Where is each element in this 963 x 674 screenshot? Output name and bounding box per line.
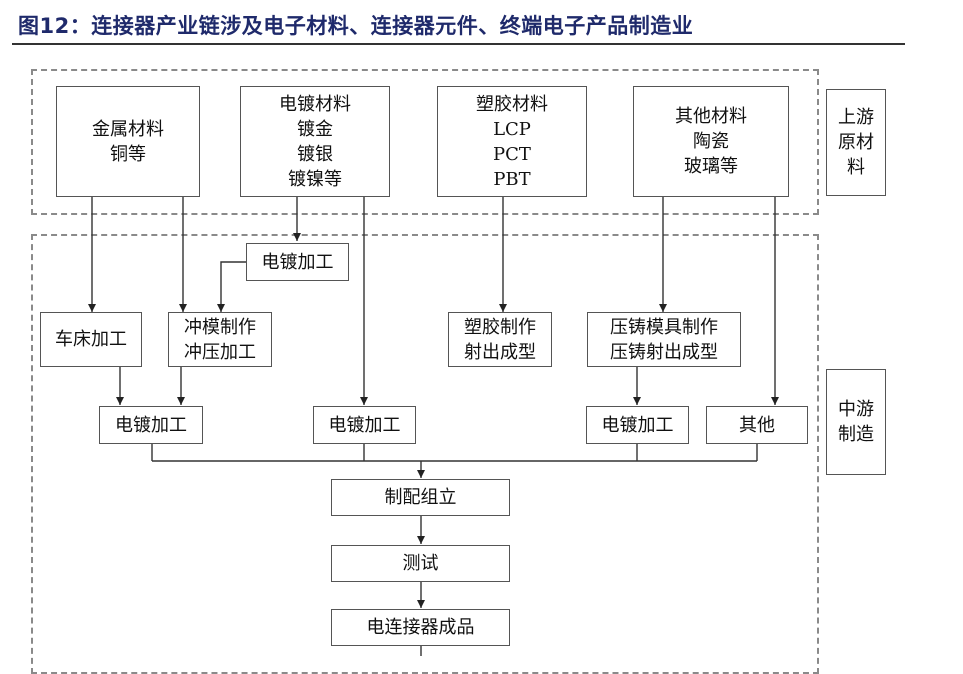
upstream-label-line-1: 上游	[838, 107, 874, 128]
material-plastic-line-3: PCT	[493, 143, 531, 165]
title-divider	[12, 43, 905, 45]
product-step-box: 电连接器成品	[331, 609, 510, 646]
material-metal-line-2: 铜等	[110, 143, 146, 165]
material-plastic-line-1: 塑胶材料	[476, 93, 548, 115]
material-metal-box: 金属材料 铜等	[56, 86, 200, 197]
other-process-box: 其他	[706, 406, 808, 444]
material-other-line-1: 其他材料	[675, 106, 747, 127]
midstream-label-line-2: 制造	[838, 424, 874, 445]
midstream-label: 中游 制造	[826, 369, 886, 475]
upstream-label-line-3: 料	[847, 157, 865, 178]
diecast-process-box: 压铸模具制作 压铸射出成型	[587, 312, 741, 367]
midstream-label-line-1: 中游	[838, 399, 874, 420]
material-plating-line-1: 电镀材料	[279, 93, 351, 115]
stamping-line-2: 冲压加工	[184, 341, 256, 363]
material-other-line-3: 玻璃等	[684, 156, 738, 177]
material-plastic-box: 塑胶材料 LCP PCT PBT	[437, 86, 587, 197]
plating-process-top-box: 电镀加工	[246, 243, 349, 281]
material-plating-line-2: 镀金	[297, 118, 333, 140]
material-plating-line-3: 镀银	[297, 143, 333, 165]
plating-process-left-box: 电镀加工	[99, 406, 203, 444]
arrow-plating-to-stamping	[217, 261, 246, 312]
molding-line-2: 射出成型	[464, 341, 536, 363]
material-other-line-2: 陶瓷	[693, 131, 729, 152]
material-plastic-line-2: LCP	[493, 118, 531, 140]
molding-process-box: 塑胶制作 射出成型	[448, 312, 552, 367]
flow-connectors	[88, 197, 779, 656]
upstream-label-line-2: 原材	[838, 132, 874, 153]
upstream-region	[31, 69, 819, 215]
diecast-line-1: 压铸模具制作	[610, 316, 718, 338]
material-other-box: 其他材料 陶瓷 玻璃等	[633, 86, 789, 197]
figure-title: 图12：连接器产业链涉及电子材料、连接器元件、终端电子产品制造业	[18, 14, 694, 38]
lathe-process-box: 车床加工	[40, 312, 142, 367]
test-step-box: 测试	[331, 545, 510, 582]
stamping-process-box: 冲模制作 冲压加工	[168, 312, 272, 367]
diecast-line-2: 压铸射出成型	[610, 341, 718, 363]
molding-line-1: 塑胶制作	[464, 316, 536, 338]
plating-process-mid-box: 电镀加工	[313, 406, 416, 444]
plating-process-right-box: 电镀加工	[586, 406, 689, 444]
material-metal-line-1: 金属材料	[92, 118, 164, 140]
material-plastic-line-4: PBT	[493, 168, 531, 190]
material-plating-box: 电镀材料 镀金 镀银 镀镍等	[240, 86, 390, 197]
upstream-label: 上游 原材 料	[826, 89, 886, 196]
stamping-line-1: 冲模制作	[184, 316, 256, 338]
assembly-step-box: 制配组立	[331, 479, 510, 516]
material-plating-line-4: 镀镍等	[288, 168, 342, 190]
